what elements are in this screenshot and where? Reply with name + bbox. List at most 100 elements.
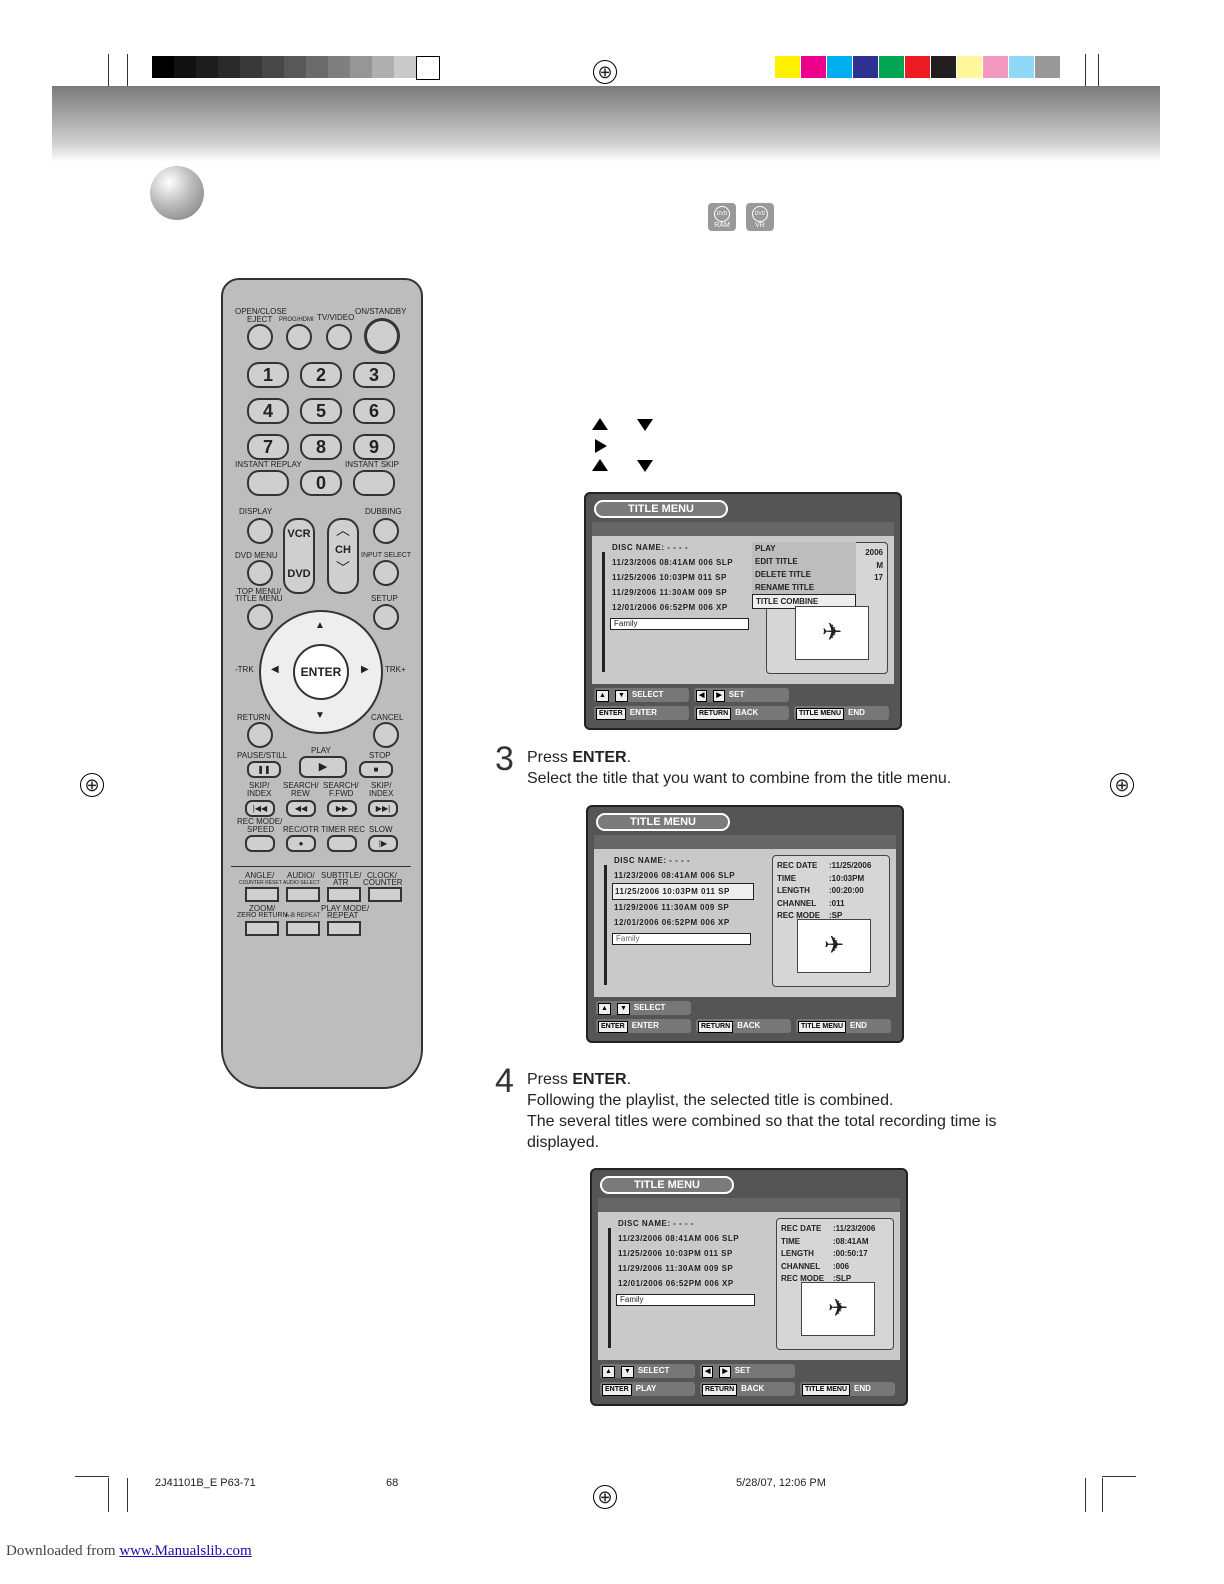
- record-button[interactable]: ●: [286, 835, 316, 852]
- input-select-button[interactable]: [373, 560, 399, 586]
- manualslib-link[interactable]: www.Manualslib.com: [119, 1543, 252, 1559]
- display-button[interactable]: [247, 518, 273, 544]
- label-audio: AUDIO/: [287, 871, 315, 880]
- nav-down-arrow-icon[interactable]: ▼: [315, 710, 325, 721]
- screen-topbar: [592, 522, 894, 536]
- open-close-button[interactable]: [247, 324, 273, 350]
- label-on-standby: ON/STANDBY: [355, 307, 407, 316]
- title-row[interactable]: 12/01/2006 06:52PM 006 XP: [612, 603, 728, 612]
- crop-mark: [1102, 1478, 1103, 1512]
- channel-rocker[interactable]: ︿ CH ﹀: [327, 518, 359, 594]
- digit-8-button[interactable]: 8: [300, 434, 342, 460]
- rec-mode-button[interactable]: [245, 835, 275, 852]
- playlist-row[interactable]: Family: [616, 1294, 755, 1306]
- vcr-dvd-switch[interactable]: VCR DVD: [283, 518, 315, 594]
- fast-forward-button[interactable]: ▶▶: [327, 800, 357, 817]
- setup-button[interactable]: [373, 604, 399, 630]
- digit-9-button[interactable]: 9: [353, 434, 395, 460]
- title-row-selected[interactable]: 11/25/2006 10:03PM 011 SP: [612, 883, 754, 900]
- digit-5-button[interactable]: 5: [300, 398, 342, 424]
- label-eject: EJECT: [247, 315, 273, 324]
- label-ffwd: F.FWD: [329, 789, 354, 798]
- nav-up-arrow-icon[interactable]: ▲: [315, 620, 325, 631]
- skip-back-button[interactable]: |◀◀: [245, 800, 275, 817]
- playlist-row[interactable]: Family: [612, 933, 751, 945]
- top-menu-button[interactable]: [247, 604, 273, 630]
- zoom-button[interactable]: [245, 921, 279, 936]
- rewind-button[interactable]: ◀◀: [286, 800, 316, 817]
- crop-mark: [1085, 54, 1086, 90]
- navigation-ring[interactable]: ▲ ▼ ◀ ▶ ENTER: [259, 610, 383, 734]
- label-title-menu: TITLE MENU: [235, 594, 283, 603]
- select-hint: SELECT: [637, 1366, 670, 1375]
- end-hint: END: [854, 1384, 871, 1393]
- timer-rec-button[interactable]: [327, 835, 357, 852]
- menu-item-rename-title[interactable]: RENAME TITLE: [755, 583, 815, 592]
- dubbing-button[interactable]: [373, 518, 399, 544]
- ab-repeat-button[interactable]: [286, 921, 320, 936]
- menu-item-delete-title[interactable]: DELETE TITLE: [755, 570, 811, 579]
- subtitle-button[interactable]: [327, 887, 361, 902]
- skip-forward-button[interactable]: ▶▶|: [368, 800, 398, 817]
- color-swatch: [775, 56, 800, 78]
- label-search-ffwd: SEARCH/: [323, 781, 359, 790]
- digit-0-button[interactable]: 0: [300, 470, 342, 496]
- nav-right-arrow-icon[interactable]: ▶: [361, 664, 369, 675]
- label-open-close: OPEN/CLOSE: [235, 307, 288, 316]
- play-mode-button[interactable]: [327, 921, 361, 936]
- enter-hint: ENTER: [631, 1021, 659, 1030]
- label-prog-hdmi: PROG/HDMI: [279, 317, 314, 323]
- menu-item-play[interactable]: PLAY: [755, 544, 776, 553]
- digit-6-button[interactable]: 6: [353, 398, 395, 424]
- registration-mark-icon: ⊕: [1110, 773, 1134, 797]
- crop-mark: [1102, 1476, 1136, 1477]
- dvd-menu-button[interactable]: [247, 560, 273, 586]
- title-row[interactable]: 11/23/2006 08:41AM 006 SLP: [612, 558, 734, 567]
- title-row[interactable]: 11/29/2006 11:30AM 009 SP: [612, 588, 728, 597]
- title-row[interactable]: 12/01/2006 06:52PM 006 XP: [614, 918, 730, 927]
- return-button[interactable]: [247, 722, 273, 748]
- instant-replay-button[interactable]: [247, 470, 289, 496]
- prog-hdmi-button[interactable]: [286, 324, 312, 350]
- clock-button[interactable]: [368, 887, 402, 902]
- menu-item-edit-title[interactable]: EDIT TITLE: [755, 557, 798, 566]
- crop-mark: [1098, 54, 1099, 90]
- label-repeat: REPEAT: [327, 911, 359, 920]
- digit-7-button[interactable]: 7: [247, 434, 289, 460]
- enter-hint: PLAY: [635, 1384, 657, 1393]
- title-row[interactable]: 11/25/2006 10:03PM 011 SP: [618, 1249, 733, 1258]
- title-row[interactable]: 11/25/2006 10:03PM 011 SP: [612, 573, 727, 582]
- title-menu-screen-1: TITLE MENU DISC NAME: - - - - 11/23/2006…: [584, 492, 902, 730]
- title-row[interactable]: 12/01/2006 06:52PM 006 XP: [618, 1279, 734, 1288]
- thumbnail-image: ✈: [797, 919, 871, 973]
- title-row[interactable]: 11/29/2006 11:30AM 009 SP: [618, 1264, 734, 1273]
- gray-swatch: [240, 56, 262, 78]
- back-hint: BACK: [741, 1384, 765, 1393]
- title-row[interactable]: 11/29/2006 11:30AM 009 SP: [614, 903, 730, 912]
- audio-button[interactable]: [286, 887, 320, 902]
- tv-video-button[interactable]: [326, 324, 352, 350]
- stop-button[interactable]: ■: [359, 761, 393, 778]
- footer-file-code: 2J41101B_E P63-71: [155, 1477, 256, 1489]
- screen-topbar: [594, 835, 896, 849]
- title-row[interactable]: 11/23/2006 08:41AM 006 SLP: [618, 1234, 740, 1243]
- enter-button[interactable]: ENTER: [293, 644, 349, 700]
- color-swatch: [801, 56, 826, 78]
- pause-button[interactable]: ❚❚: [247, 761, 281, 778]
- cancel-button[interactable]: [373, 722, 399, 748]
- nav-left-arrow-icon[interactable]: ◀: [271, 664, 279, 675]
- label-setup: SETUP: [371, 594, 398, 603]
- digit-1-button[interactable]: 1: [247, 362, 289, 388]
- screen-topbar: [598, 1198, 900, 1212]
- title-row[interactable]: 11/23/2006 08:41AM 006 SLP: [614, 871, 736, 880]
- divider: [231, 866, 411, 867]
- digit-3-button[interactable]: 3: [353, 362, 395, 388]
- play-button[interactable]: ▶: [299, 756, 347, 778]
- angle-button[interactable]: [245, 887, 279, 902]
- digit-4-button[interactable]: 4: [247, 398, 289, 424]
- digit-2-button[interactable]: 2: [300, 362, 342, 388]
- power-button[interactable]: [364, 318, 400, 354]
- instant-skip-button[interactable]: [353, 470, 395, 496]
- slow-button[interactable]: |▶: [368, 835, 398, 852]
- playlist-row[interactable]: Family: [610, 618, 749, 630]
